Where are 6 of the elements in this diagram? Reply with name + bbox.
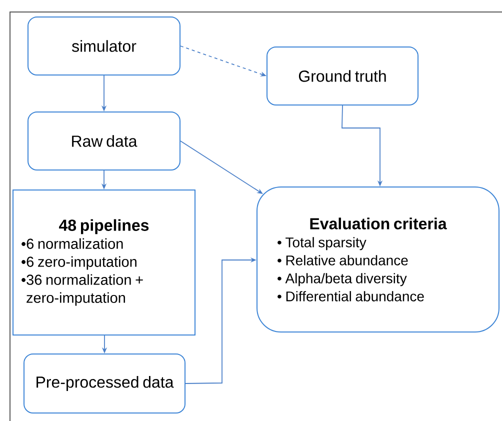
criteria-box: Evaluation criteria • Total sparsity • Relative abundance • Alpha/beta diversity • Differential abundance (256, 186, 500, 332)
process-box: Ground truth (266, 46, 418, 106)
process-box: Pre-processed data (24, 354, 186, 414)
process-box: simulator (28, 16, 180, 76)
process-box: Raw data (28, 112, 180, 170)
pipeline-box: 48 pipelines •6 normalization •6 zero-imputation •36 normalization + zero-imputation (12, 190, 196, 336)
